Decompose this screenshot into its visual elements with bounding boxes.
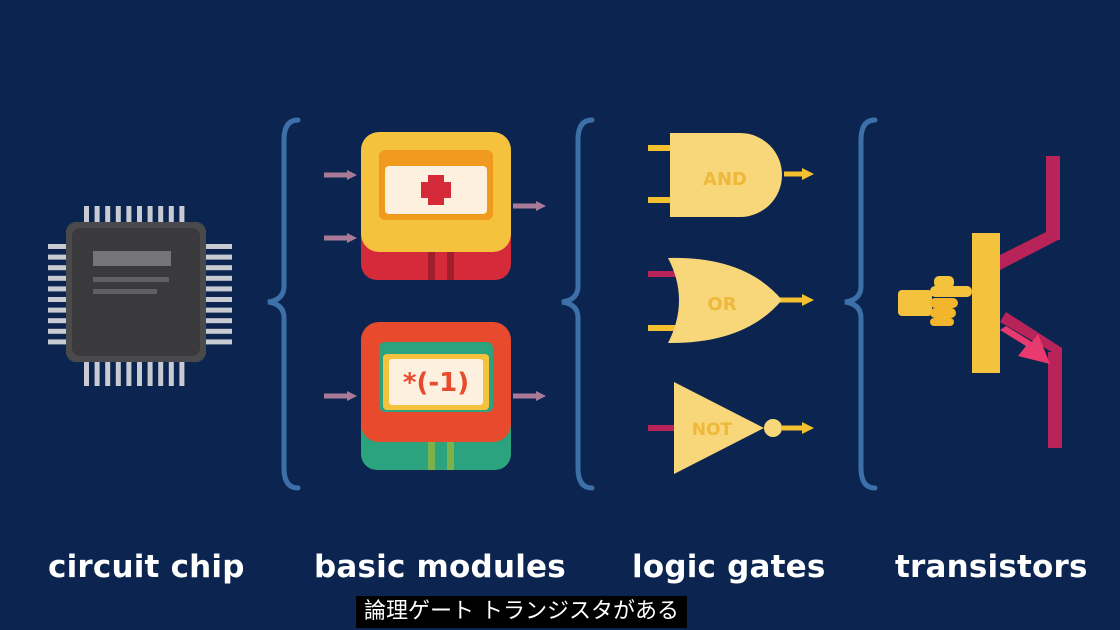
chip-pin xyxy=(126,360,132,386)
chip-pin xyxy=(48,328,68,334)
chip-pin xyxy=(204,286,232,292)
chip-pin xyxy=(158,206,164,224)
chip-pin xyxy=(204,244,232,249)
negate-module: *(-1) xyxy=(324,322,546,470)
transistor-icon xyxy=(898,156,1062,448)
chip-pin xyxy=(84,206,89,224)
subtitle-caption: 論理ゲート トランジスタがある xyxy=(356,596,687,628)
chip-pin xyxy=(48,307,68,313)
chip-pin xyxy=(204,275,232,281)
chip-pin xyxy=(94,206,100,224)
chip-pin xyxy=(48,286,68,292)
chip-pin xyxy=(204,254,232,260)
chip-pin xyxy=(84,360,89,386)
chip-pin xyxy=(168,360,174,386)
chip-pin xyxy=(137,206,142,224)
chip-pin xyxy=(48,318,68,324)
chip-pin xyxy=(204,297,232,302)
label-basic-modules: basic modules xyxy=(314,549,566,585)
chip-pin xyxy=(179,360,185,386)
adder-module: + xyxy=(324,132,546,280)
or-gate-label: OR xyxy=(707,294,736,315)
or-gate-icon: OR xyxy=(648,257,814,344)
chip-pin xyxy=(168,206,174,224)
chip-pin xyxy=(179,206,185,224)
chip-pin xyxy=(204,307,232,313)
chip-pin xyxy=(105,360,111,386)
pointing-hand-icon xyxy=(898,276,972,326)
label-logic-gates: logic gates xyxy=(632,549,826,585)
brace-1 xyxy=(267,117,301,491)
brace-3 xyxy=(844,117,878,491)
chip-pin xyxy=(48,297,68,302)
label-circuit-chip: circuit chip xyxy=(48,549,245,585)
label-transistors: transistors xyxy=(895,549,1088,585)
chip-pin xyxy=(115,206,121,224)
chip-pin xyxy=(137,360,142,386)
and-gate-label: AND xyxy=(703,169,747,190)
chip-pin xyxy=(126,206,132,224)
chip-pin xyxy=(158,360,164,386)
chip-pin xyxy=(48,265,68,271)
chip-pin xyxy=(48,244,68,249)
chip-pin xyxy=(48,275,68,281)
chip-pin xyxy=(204,265,232,271)
chip-pin xyxy=(147,360,153,386)
not-gate-icon: NOT xyxy=(648,382,814,474)
chip-pin xyxy=(105,206,111,224)
chip-pin xyxy=(147,206,153,224)
negate-expression: *(-1) xyxy=(403,368,469,398)
chip-pin xyxy=(204,318,232,324)
chip-pin xyxy=(204,328,232,334)
circuit-chip-icon xyxy=(48,206,232,386)
brace-2 xyxy=(561,117,595,491)
chip-pin xyxy=(48,254,68,260)
chip-pin xyxy=(115,360,121,386)
chip-pin xyxy=(204,339,232,345)
chip-pin xyxy=(94,360,100,386)
chip-pin xyxy=(48,339,68,345)
not-gate-label: NOT xyxy=(692,420,733,440)
and-gate-icon: AND xyxy=(648,133,814,217)
